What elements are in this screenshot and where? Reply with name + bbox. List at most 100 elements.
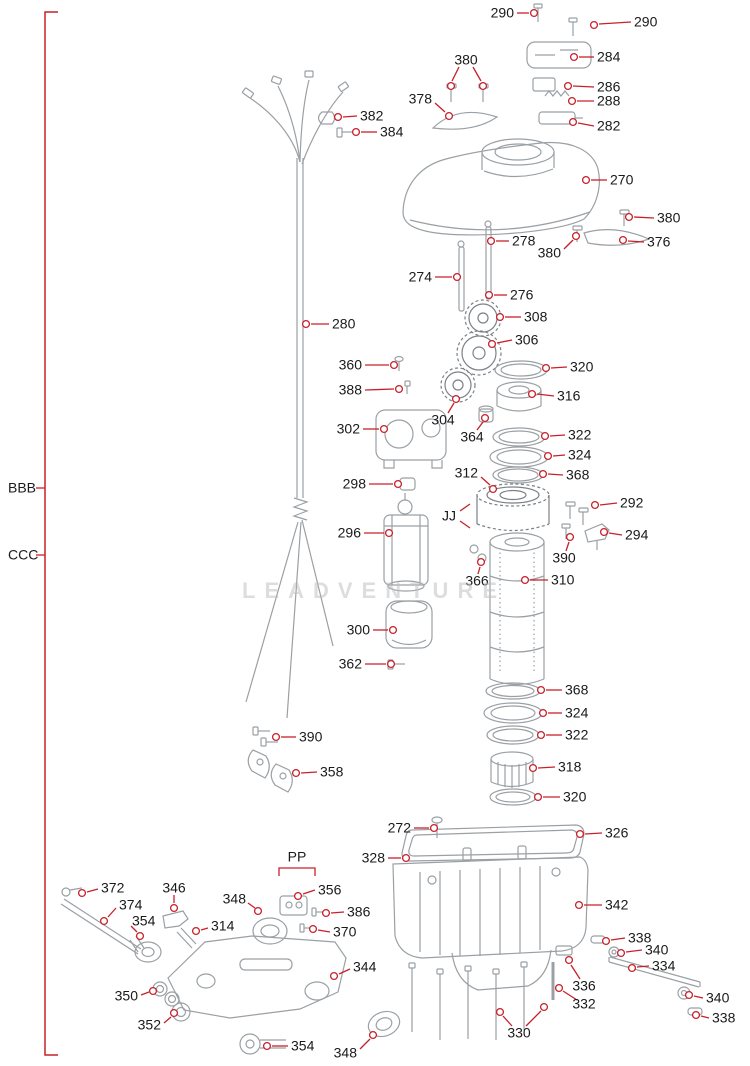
part-label-368: 368 bbox=[566, 467, 590, 483]
leader-line bbox=[550, 366, 568, 369]
callout-dot bbox=[488, 484, 498, 494]
leader-line bbox=[364, 388, 395, 391]
part-label-384: 384 bbox=[380, 124, 404, 140]
leader-line bbox=[627, 240, 645, 243]
part-label-380: 380 bbox=[454, 52, 478, 68]
callout-dot bbox=[601, 936, 611, 946]
callout-dot bbox=[565, 532, 575, 542]
armature-310-art bbox=[489, 532, 545, 686]
leader-line bbox=[636, 965, 650, 968]
callout-dot bbox=[393, 479, 403, 489]
bracket-376-art bbox=[572, 209, 651, 246]
callout-dot bbox=[536, 730, 546, 740]
callout-dot bbox=[253, 906, 263, 916]
callout-dot bbox=[527, 389, 537, 399]
callout-dot bbox=[536, 685, 546, 695]
part-label-278: 278 bbox=[512, 233, 536, 249]
callout-dot bbox=[389, 360, 399, 370]
part-label-324: 324 bbox=[565, 705, 589, 721]
part-label-314: 314 bbox=[211, 918, 235, 934]
leader-line bbox=[625, 949, 643, 953]
part-label-290: 290 bbox=[491, 5, 515, 21]
part-label-282: 282 bbox=[597, 118, 621, 134]
gasket-326-art bbox=[401, 824, 585, 862]
part-label-274: 274 bbox=[409, 269, 433, 285]
part-label-354: 354 bbox=[291, 1038, 315, 1054]
part-label-322: 322 bbox=[565, 727, 589, 743]
brush-cap-300-art bbox=[385, 600, 433, 649]
part-298-art bbox=[399, 477, 416, 491]
part-label-348: 348 bbox=[223, 891, 247, 907]
part-label-372: 372 bbox=[101, 880, 125, 896]
part-label-370: 370 bbox=[333, 924, 357, 940]
part-label-340: 340 bbox=[706, 990, 730, 1006]
part-label-340: 340 bbox=[645, 942, 669, 958]
part-label-302: 302 bbox=[337, 421, 361, 437]
leader-line bbox=[447, 402, 455, 414]
callout-dot bbox=[569, 52, 579, 62]
part-label-390: 390 bbox=[299, 729, 323, 745]
callout-dot bbox=[567, 96, 577, 106]
part-label-286: 286 bbox=[597, 79, 621, 95]
callout-dot bbox=[590, 500, 600, 510]
screws-290-art bbox=[533, 3, 578, 36]
callout-dot bbox=[452, 272, 462, 282]
steering-arm-assembly-art bbox=[60, 887, 401, 1055]
part-label-338: 338 bbox=[712, 1010, 736, 1026]
callout-dot bbox=[571, 231, 581, 241]
part-label-330: 330 bbox=[507, 1025, 531, 1041]
part-label-270: 270 bbox=[610, 172, 634, 188]
orings-upper-art bbox=[489, 360, 549, 484]
callout-dot bbox=[301, 319, 311, 329]
left-group-bracket bbox=[44, 11, 58, 1056]
leader-line bbox=[140, 991, 150, 996]
watermark: LEADVENTURE bbox=[242, 578, 507, 603]
part-label-294: 294 bbox=[625, 527, 649, 543]
part-label-280: 280 bbox=[332, 316, 356, 332]
callout-dot bbox=[368, 1030, 378, 1040]
bushing-364-art bbox=[478, 405, 494, 423]
part-label-334: 334 bbox=[652, 958, 676, 974]
part-label-364: 364 bbox=[460, 429, 484, 445]
part-label-360: 360 bbox=[339, 357, 363, 373]
part-label-332: 332 bbox=[572, 996, 596, 1012]
leader-line bbox=[302, 889, 316, 895]
part-label-320: 320 bbox=[563, 789, 587, 805]
leader-line bbox=[86, 888, 99, 893]
gear-cluster-312-art bbox=[476, 483, 550, 532]
callout-dot bbox=[262, 1041, 272, 1051]
callout-dot bbox=[533, 792, 543, 802]
leader-line bbox=[338, 968, 351, 975]
part-label-386: 386 bbox=[347, 904, 371, 920]
callout-dot bbox=[480, 413, 490, 423]
callout-dot bbox=[384, 528, 394, 538]
bolts-330-art bbox=[408, 961, 528, 1040]
part-label-296: 296 bbox=[338, 525, 362, 541]
leader-line bbox=[565, 541, 570, 552]
callout-dot bbox=[543, 451, 553, 461]
part-label-324: 324 bbox=[568, 447, 592, 463]
callout-dot bbox=[564, 955, 574, 965]
part-label-356: 356 bbox=[318, 882, 342, 898]
callout-dot bbox=[429, 823, 439, 833]
callout-dot bbox=[486, 236, 496, 246]
part-label-304: 304 bbox=[431, 412, 455, 428]
callout-dot bbox=[99, 916, 109, 926]
callout-dot bbox=[528, 763, 538, 773]
head-cover-art bbox=[402, 138, 600, 236]
leader-line bbox=[130, 925, 138, 933]
leader-line bbox=[584, 832, 603, 835]
part-label-298: 298 bbox=[343, 476, 367, 492]
callout-dot bbox=[568, 117, 578, 127]
part-label-310: 310 bbox=[551, 572, 575, 588]
part-label-316: 316 bbox=[557, 388, 581, 404]
callout-dot bbox=[541, 363, 551, 373]
nut-318-art bbox=[490, 751, 534, 788]
leader-line bbox=[278, 867, 316, 876]
leader-line bbox=[537, 766, 556, 769]
part-label-380: 380 bbox=[657, 210, 681, 226]
lever-294-art bbox=[584, 523, 610, 550]
callout-dot bbox=[451, 394, 461, 404]
visor-378-art bbox=[431, 111, 499, 130]
